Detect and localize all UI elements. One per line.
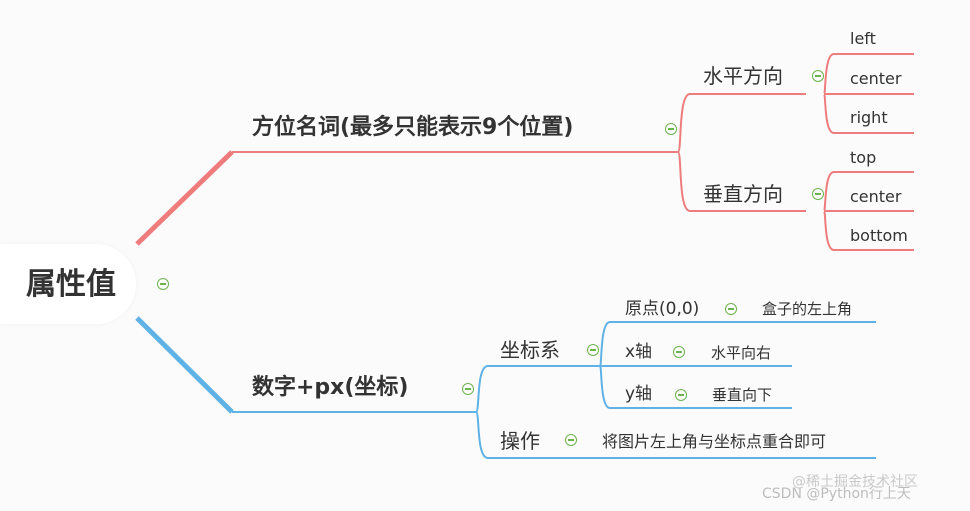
operation-label: 操作 bbox=[500, 429, 540, 453]
watermark-line2: CSDN @Python行上天 bbox=[762, 486, 911, 502]
x-axis-note: 水平向右 bbox=[711, 344, 772, 362]
connector-y-axis bbox=[599, 365, 792, 409]
leaf-center-v: center bbox=[850, 187, 902, 206]
origin-note: 盒子的左上角 bbox=[762, 300, 853, 318]
connector-vertical bbox=[677, 151, 806, 212]
connector-root-top bbox=[135, 150, 234, 246]
collapse-icon[interactable] bbox=[565, 434, 577, 446]
connector-coord bbox=[475, 365, 600, 413]
leaf-right: right bbox=[850, 108, 888, 127]
leaf-bottom: bottom bbox=[850, 226, 908, 245]
connector-bottom bbox=[823, 210, 914, 251]
collapse-icon[interactable] bbox=[675, 389, 687, 401]
horizontal-label: 水平方向 bbox=[703, 64, 783, 88]
connector-root-bottom bbox=[135, 316, 234, 414]
root-label: 属性值 bbox=[26, 267, 116, 302]
coord-label: 坐标系 bbox=[500, 338, 560, 362]
x-axis-label: x轴 bbox=[625, 342, 653, 362]
collapse-icon[interactable] bbox=[725, 303, 737, 315]
collapse-icon[interactable] bbox=[812, 188, 824, 200]
y-axis-note: 垂直向下 bbox=[712, 386, 773, 404]
collapse-icon[interactable] bbox=[812, 70, 824, 82]
collapse-icon[interactable] bbox=[673, 346, 685, 358]
connector-left bbox=[823, 53, 914, 95]
leaf-left: left bbox=[850, 29, 876, 48]
y-axis-label: y轴 bbox=[625, 384, 653, 404]
watermark-line1: @稀土掘金技术社区 bbox=[792, 474, 918, 490]
collapse-icon[interactable] bbox=[587, 344, 599, 356]
origin-label: 原点(0,0) bbox=[625, 299, 700, 319]
numbers-label: 数字+px(坐标) bbox=[252, 375, 409, 400]
connector-origin bbox=[599, 321, 876, 367]
collapse-icon[interactable] bbox=[462, 383, 474, 395]
leaf-top: top bbox=[850, 148, 877, 167]
collapse-icon[interactable] bbox=[157, 278, 169, 290]
leaf-center-h: center bbox=[850, 69, 902, 88]
operation-note: 将图片左上角与坐标点重合即可 bbox=[602, 432, 827, 451]
position-words-label: 方位名词(最多只能表示9个位置) bbox=[252, 115, 574, 140]
connector-top bbox=[823, 171, 914, 212]
collapse-icon[interactable] bbox=[665, 123, 677, 135]
connector-horizontal bbox=[677, 93, 806, 153]
root-node[interactable] bbox=[0, 244, 136, 324]
connector-operation bbox=[475, 411, 876, 459]
vertical-label: 垂直方向 bbox=[703, 182, 783, 206]
connector-right bbox=[823, 93, 914, 134]
